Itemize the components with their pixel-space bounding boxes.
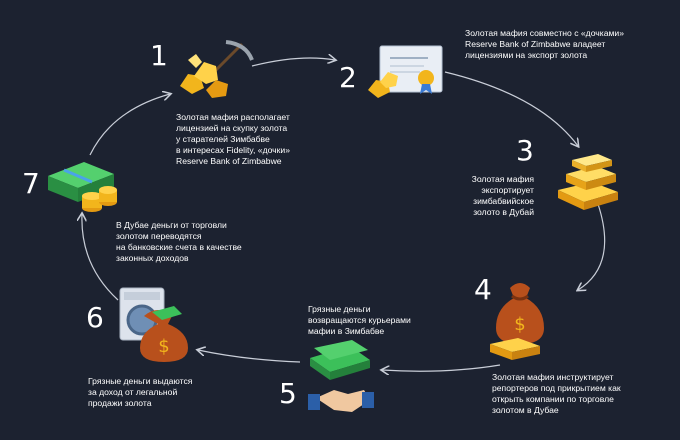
arrow-6-to-7 [82, 214, 119, 301]
step-5-caption: Грязные деньги возвращаются курьерами ма… [308, 304, 411, 336]
money-bag-gold-bars-icon: $ [490, 283, 544, 360]
step-3-caption: Золотая мафия экспортирует зимбабвийское… [471, 174, 534, 217]
arrow-4-to-5 [382, 364, 501, 371]
step-1-caption: Золотая мафия располагает лицензией на с… [176, 112, 290, 166]
svg-text:$: $ [514, 314, 525, 335]
step-6-caption: Грязные деньги выдаются за доход от лега… [88, 376, 193, 408]
step-7-caption: В Дубае деньги от торговли золотом перев… [116, 220, 242, 263]
step-1-number: 1 [150, 39, 168, 72]
arrow-3-to-4 [578, 203, 606, 290]
step-6-number: 6 [86, 301, 104, 334]
step-3-number: 3 [516, 134, 534, 167]
step-2-number: 2 [339, 61, 357, 94]
step-5-number: 5 [279, 377, 297, 410]
arrow-7-to-1 [89, 94, 170, 156]
gold-license-certificate-icon [368, 45, 443, 98]
washing-machine-money-bag-icon: $ [119, 287, 188, 362]
gold-nuggets-pickaxe-icon [180, 40, 254, 98]
gold-bars-icon [558, 154, 618, 210]
step-7-number: 7 [22, 167, 40, 200]
svg-text:$: $ [158, 336, 169, 357]
arrow-1-to-2 [251, 58, 335, 67]
arrow-2-to-3 [444, 71, 578, 146]
step-4-caption: Золотая мафия инструктирует репортеров п… [492, 372, 621, 415]
step-4-number: 4 [474, 273, 492, 306]
handshake-cash-icon [308, 340, 374, 412]
arrow-5-to-6 [198, 350, 301, 363]
step-2-caption: Золотая мафия совместно с «дочками» Rese… [465, 28, 624, 60]
cash-stack-coins-icon [48, 162, 117, 212]
